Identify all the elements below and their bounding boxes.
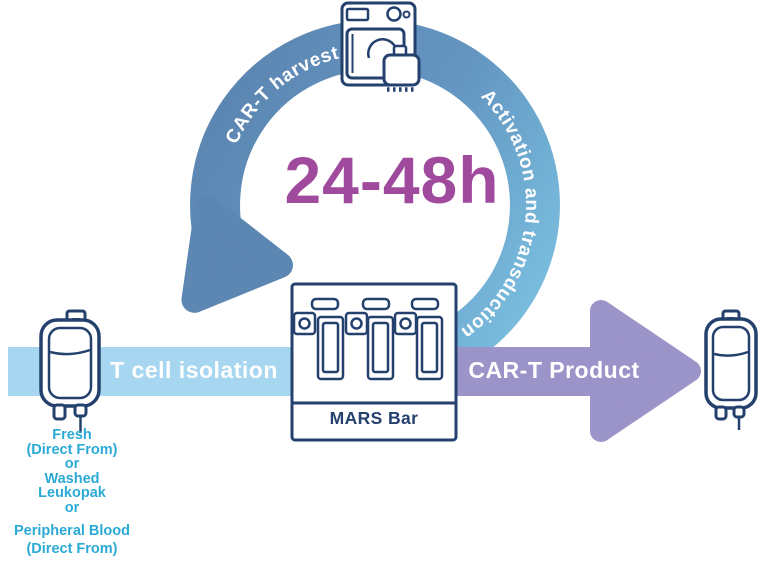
machine-knob	[386, 6, 402, 22]
cell-processing-machine-icon	[340, 1, 421, 92]
bag-port	[714, 405, 728, 421]
cycle-arc	[190, 19, 560, 373]
bag-inner	[47, 326, 93, 400]
source-line: Leukopak	[38, 485, 106, 502]
cycle-duration-label: 24-48h	[284, 143, 499, 217]
device-module	[344, 297, 395, 381]
bag-inner	[711, 325, 751, 402]
output-band	[440, 347, 608, 396]
cycle-arrowhead-icon	[181, 195, 293, 313]
source-line: (Direct From)	[26, 441, 118, 458]
machine-bag	[382, 53, 421, 87]
source-line: or	[64, 499, 80, 516]
machine-tube	[367, 38, 398, 59]
machine-knob-small	[402, 10, 411, 19]
device-module	[292, 297, 345, 381]
bag-port	[732, 405, 746, 419]
input-band-label: T cell isolation	[110, 357, 278, 383]
machine-display	[345, 7, 370, 22]
mars-bar-instrument-icon	[290, 282, 458, 442]
car-t-product-arrow	[440, 300, 701, 442]
device-label: MARS Bar	[330, 408, 419, 428]
device-module	[393, 297, 444, 381]
source-material-caption: Fresh (Direct From) or Washed Leukopak o…	[0, 428, 144, 557]
source-line: Peripheral Blood	[13, 522, 131, 539]
output-band-label: CAR-T Product	[468, 357, 639, 383]
output-blood-bag-icon	[704, 309, 758, 430]
source-line: Washed	[44, 470, 100, 487]
bag-fluid-line	[713, 350, 749, 357]
source-line: or	[64, 456, 80, 473]
output-arrowhead-icon	[590, 300, 701, 442]
source-line: (Direct From)	[26, 541, 118, 558]
bag-port	[73, 403, 88, 418]
bag-fluid-line	[49, 348, 91, 356]
source-line: Fresh	[52, 427, 92, 443]
input-blood-bag-icon	[39, 309, 101, 433]
process-cycle-arrow	[181, 19, 560, 373]
bag-port	[52, 403, 67, 421]
